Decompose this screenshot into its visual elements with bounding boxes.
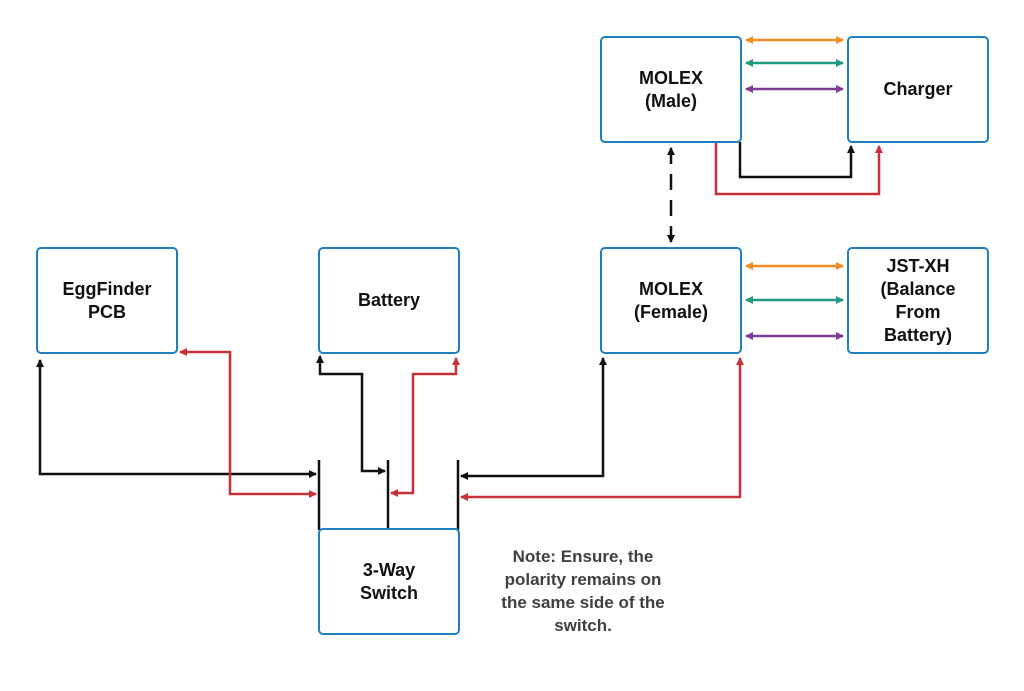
- wire-eggfinder-switch-black: [36, 359, 317, 478]
- molex-female-label: MOLEX (Female): [633, 278, 709, 322]
- charger-label: Charger: [883, 79, 953, 99]
- three-way-switch-box: 3-Way Switch: [318, 528, 460, 635]
- wire-battery-switch-black: [316, 355, 386, 475]
- three-way-switch-label: 3-Way Switch: [359, 559, 418, 603]
- wire-molex-male-charger-black: [738, 142, 855, 179]
- wire-molex-male-charger-red: [714, 142, 883, 196]
- wire-eggfinder-switch-red: [179, 348, 317, 498]
- molex-male-label: MOLEX (Male): [638, 67, 703, 111]
- eggfinder-pcb-box: EggFinder PCB: [36, 247, 178, 354]
- charger-box: Charger: [847, 36, 989, 143]
- battery-label: Battery: [357, 290, 421, 310]
- jst-xh-label: JST-XH (Balance From Battery): [880, 255, 956, 345]
- jst-xh-box: JST-XH (Balance From Battery): [847, 247, 989, 354]
- wire-molex-female-switch-black: [460, 357, 607, 480]
- wire-battery-switch-red: [390, 357, 460, 497]
- polarity-note: Note: Ensure, the polarity remains on th…: [501, 547, 665, 635]
- molex-female-box: MOLEX (Female): [600, 247, 742, 354]
- eggfinder-pcb-label: EggFinder PCB: [62, 278, 152, 322]
- molex-male-box: MOLEX (Male): [600, 36, 742, 143]
- wire-molex-female-switch-red: [460, 357, 744, 501]
- battery-box: Battery: [318, 247, 460, 354]
